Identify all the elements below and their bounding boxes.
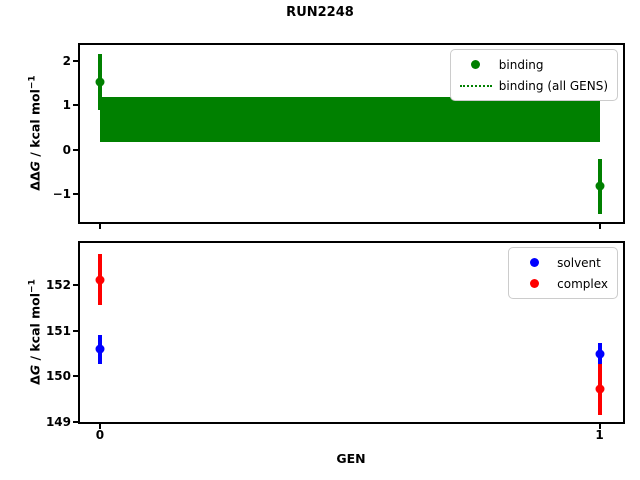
figure-title: RUN2248 bbox=[286, 5, 354, 20]
y-tick-label: 0 bbox=[62, 142, 71, 157]
ylabel-delta-prefix: Δ bbox=[27, 375, 43, 385]
binding-dot-icon bbox=[460, 60, 492, 69]
complex-marker bbox=[595, 384, 605, 394]
ylabel-symbol: G bbox=[27, 364, 43, 376]
legend-label-complex: complex bbox=[557, 276, 608, 291]
axes-top-binding: binding binding (all GENS) 2 1 0 −1 bbox=[53, 43, 625, 229]
y-tick-label: 150 bbox=[45, 369, 71, 384]
y-tick-label: 149 bbox=[45, 415, 71, 429]
legend-entry-binding-all-gens: binding (all GENS) bbox=[459, 75, 608, 96]
axes-bottom-dg: solvent complex 152 151 150 149 0 1 bbox=[46, 241, 625, 442]
legend-dg: solvent complex bbox=[508, 247, 618, 299]
legend-label-binding: binding bbox=[498, 57, 544, 72]
y-tick bbox=[73, 59, 78, 62]
uncertainty-band bbox=[99, 96, 600, 142]
y-tick bbox=[73, 375, 78, 378]
complex-dot-icon bbox=[518, 279, 550, 288]
solvent-marker bbox=[95, 344, 105, 354]
dotted-line-icon bbox=[459, 84, 492, 87]
ylabel-delta-prefix: ΔΔ bbox=[27, 171, 43, 191]
ylabel-units: / kcal mol bbox=[27, 89, 43, 162]
ylabel-units: / kcal mol bbox=[27, 292, 43, 365]
x-axis-label: GEN bbox=[336, 451, 366, 466]
y-axis-label-dg: ΔG / kcal mol−1 bbox=[27, 279, 42, 385]
x-tick bbox=[98, 224, 101, 229]
binding-marker bbox=[95, 77, 105, 87]
legend-label-binding-all-gens: binding (all GENS) bbox=[498, 78, 608, 93]
complex-marker bbox=[95, 275, 105, 285]
ylabel-symbol: G bbox=[27, 161, 43, 172]
y-tick bbox=[73, 192, 78, 195]
y-tick-label: 2 bbox=[62, 53, 71, 68]
y-tick bbox=[73, 329, 78, 332]
y-tick bbox=[73, 148, 78, 151]
y-tick-label: 1 bbox=[62, 98, 71, 113]
y-tick-label: −1 bbox=[52, 186, 71, 201]
x-tick bbox=[598, 224, 601, 229]
binding-marker bbox=[595, 181, 605, 191]
y-tick-label: 151 bbox=[45, 323, 71, 338]
solvent-dot-icon bbox=[518, 258, 550, 267]
y-tick-label: 152 bbox=[45, 278, 71, 293]
y-tick bbox=[73, 104, 78, 107]
legend-entry-solvent: solvent bbox=[518, 252, 608, 273]
solvent-marker bbox=[595, 349, 605, 359]
legend-entry-complex: complex bbox=[518, 273, 608, 294]
y-tick bbox=[73, 421, 78, 423]
y-tick bbox=[73, 284, 78, 287]
x-tick-label: 0 bbox=[95, 428, 105, 442]
x-tick bbox=[98, 424, 101, 429]
y-axis-label-ddg: ΔΔG / kcal mol−1 bbox=[27, 75, 42, 190]
legend-label-solvent: solvent bbox=[557, 255, 601, 270]
legend-entry-binding: binding bbox=[460, 54, 608, 75]
ylabel-exponent: −1 bbox=[27, 279, 38, 293]
legend-binding: binding binding (all GENS) bbox=[449, 49, 618, 101]
x-tick-label: 1 bbox=[595, 428, 604, 442]
x-tick bbox=[598, 424, 601, 429]
ylabel-exponent: −1 bbox=[27, 75, 38, 90]
